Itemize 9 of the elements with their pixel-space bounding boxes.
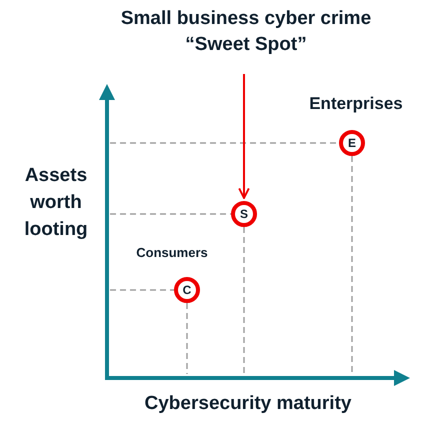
point-label: Enterprises bbox=[308, 94, 404, 114]
axis-title: Cybersecurity maturity bbox=[144, 392, 352, 416]
point-label: Consumers bbox=[135, 245, 209, 260]
marker-circle: C bbox=[174, 277, 200, 303]
axis-title: Assets worth looting bbox=[23, 164, 89, 242]
marker-circle: S bbox=[231, 201, 257, 227]
marker-circle: E bbox=[339, 130, 365, 156]
arrow bbox=[238, 74, 250, 199]
heading-text: Small business cyber crime “Sweet Spot” bbox=[96, 6, 396, 58]
